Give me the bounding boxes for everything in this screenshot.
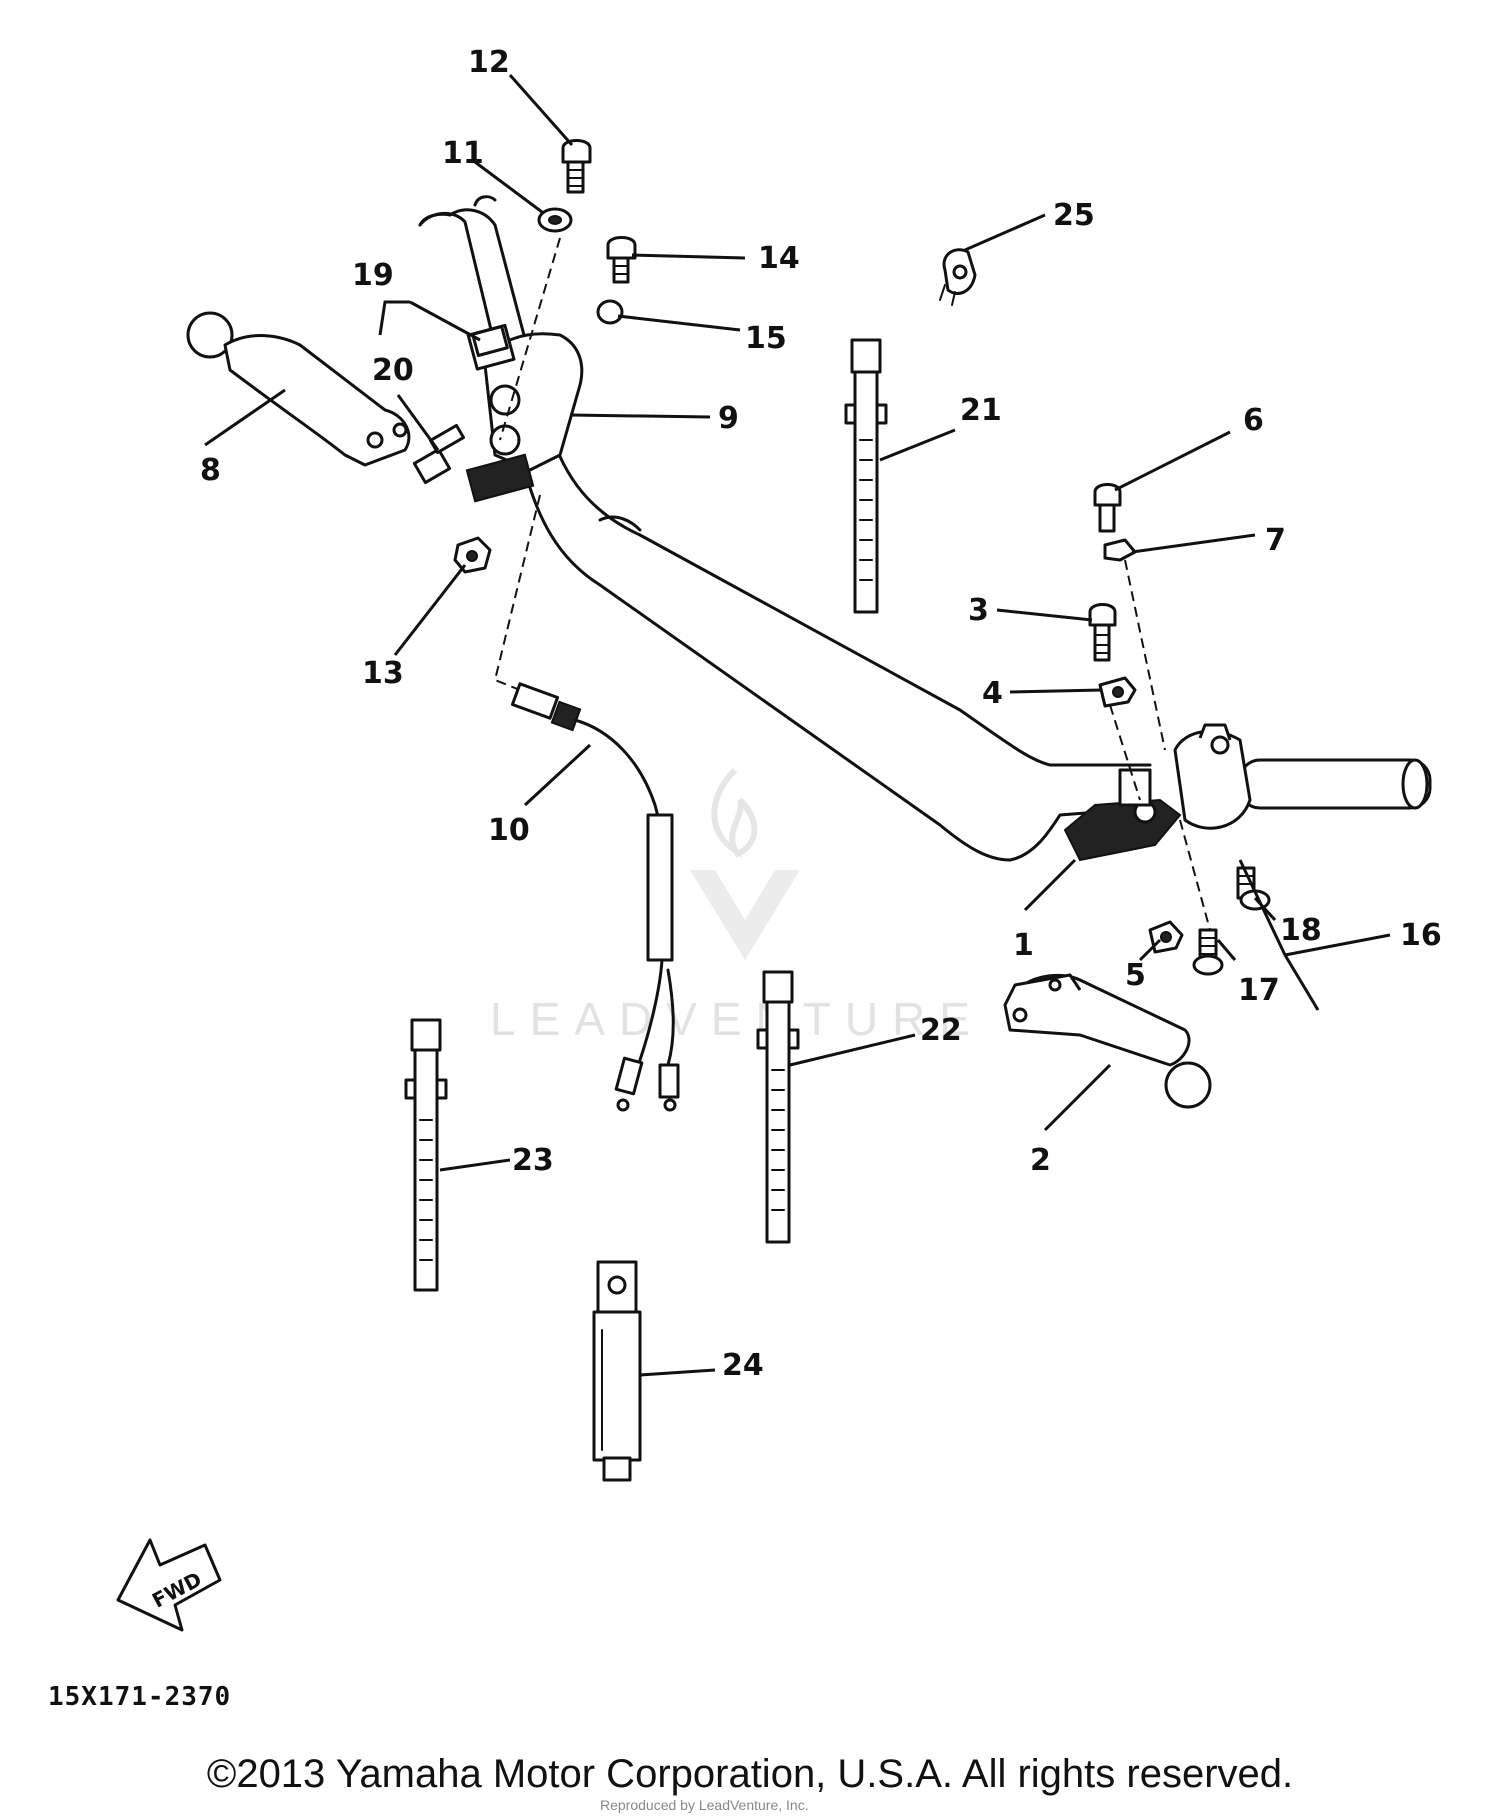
nut-4 [1098, 676, 1137, 708]
callout-11: 11 [442, 136, 484, 171]
callout-12: 12 [468, 45, 510, 80]
watermark-notice: Reproduced by LeadVenture, Inc. [600, 1797, 809, 1813]
callout-25: 25 [1053, 198, 1095, 233]
watermark: LEADVENTURE [490, 767, 984, 1045]
callouts: 12 11 14 15 19 20 9 8 25 21 6 7 3 4 13 1… [200, 45, 1442, 1383]
nut-13 [453, 536, 492, 574]
left-grip [473, 195, 497, 207]
callout-6: 6 [1243, 403, 1264, 438]
screw-17 [1192, 928, 1224, 976]
callout-18: 18 [1280, 913, 1322, 948]
callout-24: 24 [722, 1348, 764, 1383]
copyright-text: ©2013 Yamaha Motor Corporation, U.S.A. A… [206, 1752, 1294, 1796]
washer-7 [1103, 538, 1137, 562]
callout-4: 4 [982, 676, 1003, 711]
callout-13: 13 [362, 656, 404, 691]
nut-5 [1148, 920, 1184, 954]
callout-15: 15 [745, 321, 787, 356]
cable-band-21 [844, 338, 888, 614]
bolt-12 [561, 139, 592, 194]
fwd-arrow-icon: FWD [116, 1538, 222, 1632]
handlebar [418, 208, 1152, 862]
cable-band-22 [756, 970, 800, 1244]
lever-holder-right [1063, 768, 1182, 862]
cable-band-23 [404, 1018, 448, 1292]
lever-left [186, 311, 411, 467]
switch-cable [510, 682, 680, 1112]
lever-right [1003, 973, 1212, 1109]
clip-25 [939, 248, 977, 306]
washer-15 [596, 299, 624, 325]
throttle-grip [1238, 758, 1432, 810]
switch-19 [471, 324, 509, 358]
callout-22: 22 [920, 1013, 962, 1048]
assembly-lines [493, 237, 1211, 931]
callout-8: 8 [200, 453, 221, 488]
callout-16: 16 [1400, 918, 1442, 953]
watermark-brand: LEADVENTURE [490, 993, 984, 1045]
callout-3: 3 [968, 593, 989, 628]
callout-17: 17 [1238, 973, 1280, 1008]
bolt-20 [412, 423, 465, 485]
washer-11 [537, 207, 573, 233]
right-switch-housing [1173, 723, 1252, 830]
callout-5: 5 [1125, 958, 1146, 993]
bolt-14 [606, 236, 637, 284]
callout-21: 21 [960, 393, 1002, 428]
bolt-3 [1088, 603, 1117, 662]
watermark-v-icon [690, 870, 800, 960]
callout-20: 20 [372, 353, 414, 388]
diagram-code: 15X171-2370 [48, 1682, 231, 1712]
callout-14: 14 [758, 241, 800, 276]
leader-lines [204, 74, 1391, 1377]
callout-7: 7 [1265, 523, 1286, 558]
protector-24 [592, 1260, 642, 1482]
callout-23: 23 [512, 1143, 554, 1178]
callout-9: 9 [718, 401, 739, 436]
callout-19: 19 [352, 258, 394, 293]
callout-2: 2 [1030, 1143, 1051, 1178]
bolt-6 [1093, 483, 1122, 533]
watermark-flame-icon [711, 767, 758, 858]
callout-1: 1 [1013, 928, 1034, 963]
callout-10: 10 [488, 813, 530, 848]
lever-holder-left [465, 323, 584, 503]
